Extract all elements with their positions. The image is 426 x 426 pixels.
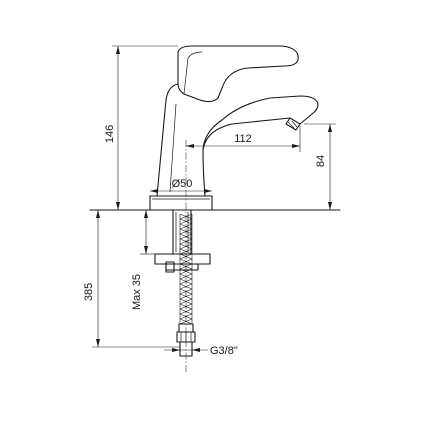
spout-reach-label: 112 [234,133,252,145]
dimension-max-deck-thickness: Max 35 [131,210,155,310]
dimension-spout-clearance: 84 [300,123,336,211]
hose-length-label: 385 [83,283,95,301]
dimension-spout-reach: 112 [186,126,301,152]
spout-height-label: 146 [104,125,116,143]
dimension-hose-length: 385 [83,209,180,348]
lever-handle [177,45,299,103]
max-deck-thickness-label: Max 35 [131,274,143,310]
base-diameter-label: Ø50 [172,178,193,190]
dimension-base-diameter: Ø50 [150,178,212,193]
dimension-connection-thread: G3/8" [164,345,238,357]
spout [202,95,319,151]
connection-thread-label: G3/8" [210,345,238,357]
spout-clearance-label: 84 [315,155,327,167]
dimension-spout-height: 146 [104,45,178,211]
